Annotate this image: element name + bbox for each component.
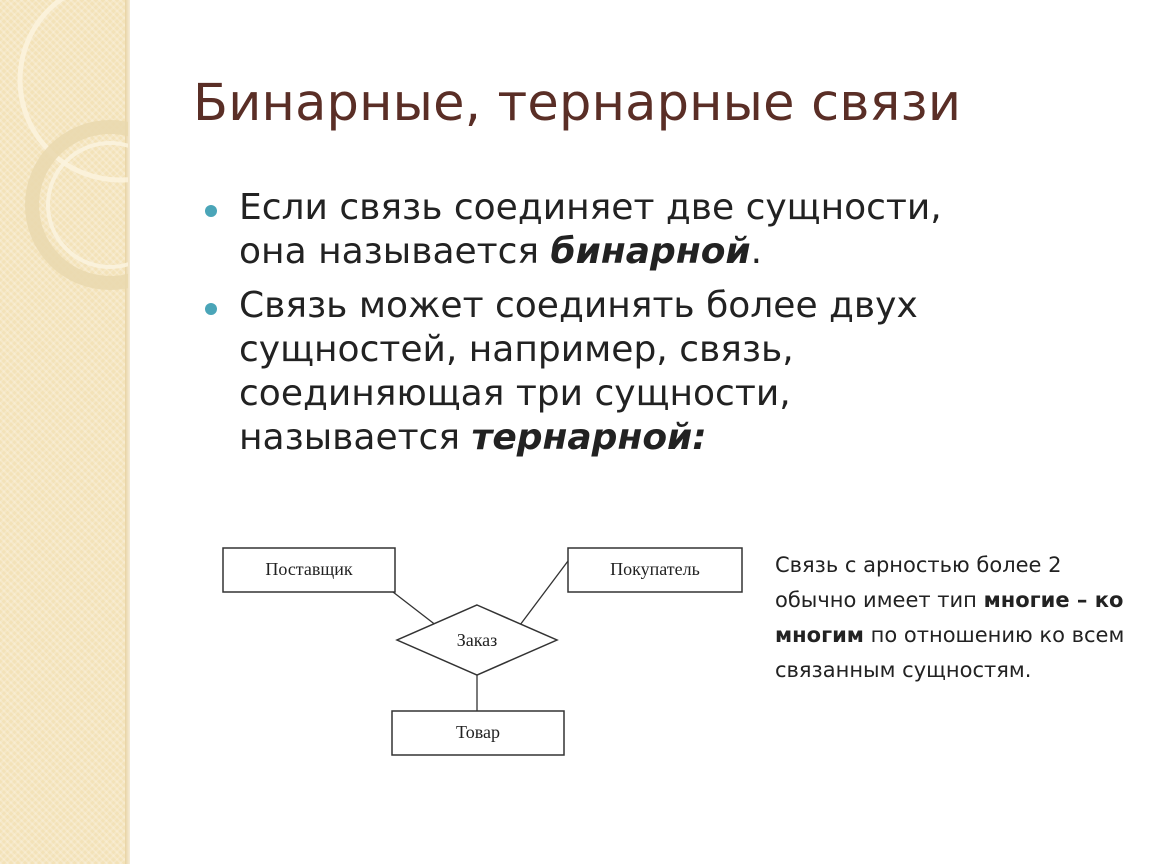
term-ternary: тернарной xyxy=(471,417,693,458)
ring-lower-inner xyxy=(46,141,128,269)
ring-lower-outer xyxy=(25,120,128,290)
entity-supplier-label: Поставщик xyxy=(265,559,353,579)
entity-buyer-label: Покупатель xyxy=(610,559,700,579)
bullet-binary: Если связь соединяет две сущности, она н… xyxy=(205,186,1005,274)
slide-title: Бинарные, тернарные связи xyxy=(193,74,962,133)
bullet-dot-icon xyxy=(205,205,217,217)
ring-upper xyxy=(17,0,128,183)
side-band-edge xyxy=(125,0,130,864)
er-diagram: Поставщик Покупатель Заказ Товар xyxy=(222,547,743,756)
note-text: Связь с арностью более 2 обычно имеет ти… xyxy=(775,553,1062,612)
entity-supplier-box xyxy=(222,547,396,593)
bullet-text: Если связь соединяет две сущности, она н… xyxy=(239,187,942,272)
decorative-rings xyxy=(17,0,128,290)
note-text-end: по отношению ко всем связанным сущностям… xyxy=(775,623,1125,682)
bullet-ternary: Связь может соединять более двух сущност… xyxy=(205,284,1005,460)
relationship-order-label: Заказ xyxy=(457,630,498,650)
relationship-order-diamond xyxy=(395,604,559,676)
entity-product-box xyxy=(391,710,565,756)
bullet-text: Связь может соединять более двух сущност… xyxy=(239,285,918,458)
entity-product-label: Товар xyxy=(456,722,500,742)
bullet-dot-icon xyxy=(205,303,217,315)
bullet-end: . xyxy=(750,231,763,272)
connector-buyer-order xyxy=(519,556,572,626)
arity-note: Связь с арностью более 2 обычно имеет ти… xyxy=(775,548,1125,688)
bullet-list: Если связь соединяет две сущности, она н… xyxy=(205,186,1005,470)
note-bold-text: многие – ко многим xyxy=(775,588,1124,647)
bullet-end: : xyxy=(692,417,707,458)
term-binary: бинарной xyxy=(550,231,751,272)
entity-buyer-box xyxy=(567,547,743,593)
connector-supplier-order xyxy=(392,591,438,627)
